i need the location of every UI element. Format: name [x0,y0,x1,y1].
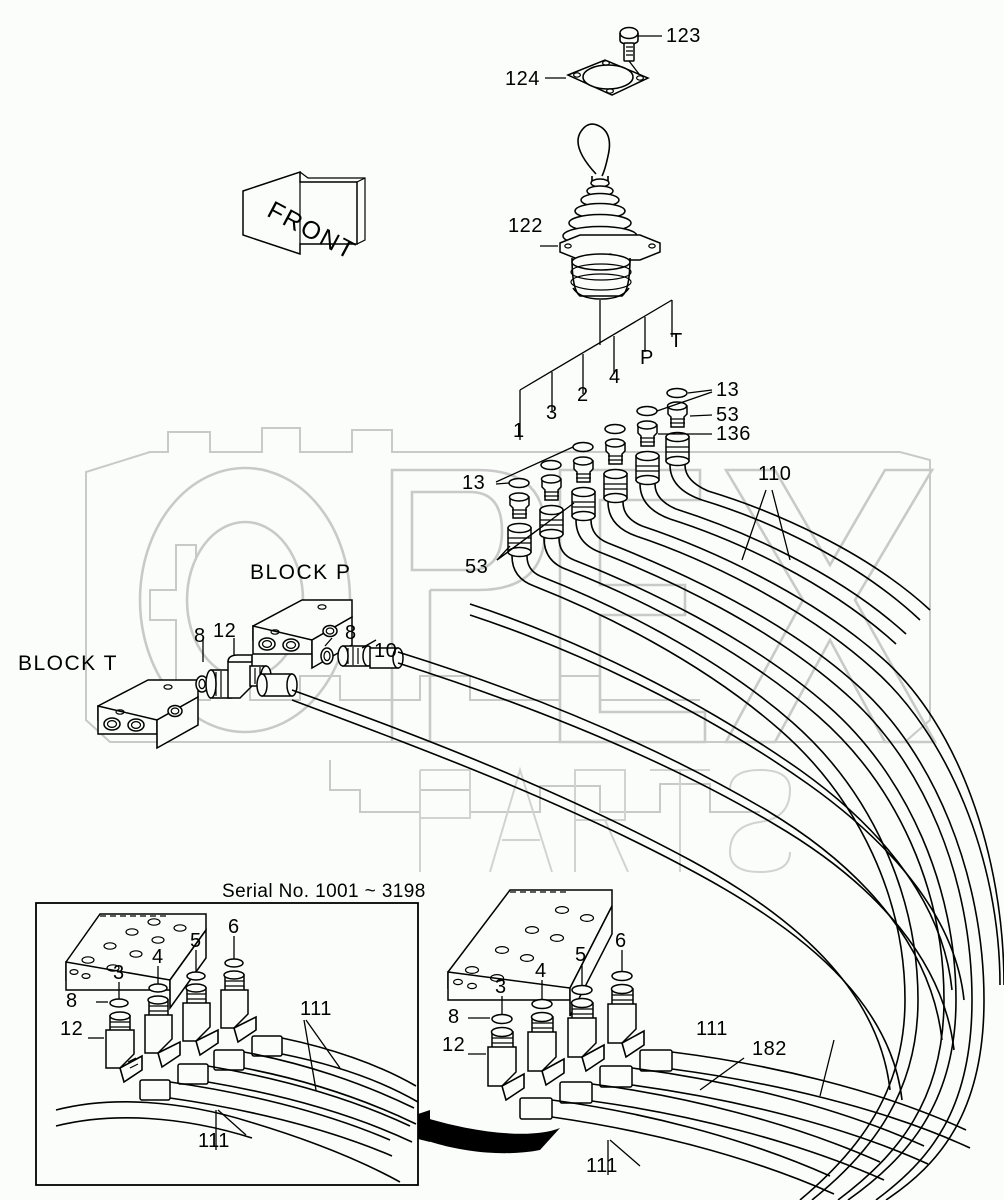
transition-arrow [418,1110,560,1154]
callout-8-right-label: 8 [345,622,357,644]
callout-53-right-label: 53 [716,404,740,426]
main-lower-manifold-bar [447,889,613,1017]
callout-122-label: 122 [508,215,543,237]
main-lower-fittings [468,950,645,1102]
lower-callout-5-label: 5 [575,944,587,966]
fitting-column-5 [635,405,677,520]
block-p-manifold [252,599,353,670]
callout-3-label: 3 [546,402,558,424]
callout-leaders-top [495,389,791,561]
joystick-122-part [540,123,661,300]
callout-4-label: 4 [609,366,621,388]
connector-10-assembly [320,637,377,667]
callout-10-label: 10 [374,640,398,662]
fitting-column-6 [665,387,709,501]
callout-p-label: P [640,347,654,369]
inset-manifold-bar [65,913,207,1011]
inset-frame [35,902,419,1186]
serial-note-label: Serial No. 1001 ~ 3198 [222,881,426,902]
elbow-12-assembly [195,638,272,699]
inset-hoses [55,1019,419,1183]
inset-fittings [88,936,257,1084]
gasket-124-part [545,59,650,96]
callout-13-right-label: 13 [716,379,740,401]
block-p-label: BLOCK P [250,561,352,584]
lower-callout-8-label: 8 [448,1006,460,1028]
callout-1-label: 1 [513,420,525,442]
bolt-123-part [619,26,662,62]
callout-t-label: T [670,330,683,352]
lower-callout-6-label: 6 [615,930,627,952]
fitting-column-1 [507,477,541,587]
inset-callout-4-label: 4 [152,946,164,968]
callout-124-label: 124 [505,68,540,90]
callout-110-label: 110 [758,463,792,485]
inset-callout-111-mid-label: 111 [300,998,332,1020]
lower-callout-3-label: 3 [495,976,507,998]
inset-callout-3-label: 3 [113,962,125,984]
lower-callout-182-label: 182 [752,1038,787,1060]
inset-callout-6-label: 6 [228,916,240,938]
lower-callout-4-label: 4 [535,960,547,982]
callout-123-label: 123 [666,25,701,47]
hose-couplings-mid [256,647,404,697]
inset-callout-5-label: 5 [190,930,202,952]
inset-callout-111-bottom-label: 111 [198,1130,230,1152]
lower-callout-111-bottom-label: 111 [586,1155,618,1177]
main-lower-hoses [519,1039,971,1195]
lower-callout-111-right-label: 111 [696,1018,728,1040]
fitting-column-3 [571,441,609,554]
inset-callout-8-label: 8 [66,990,78,1012]
block-t-label: BLOCK T [18,652,118,675]
front-arrow [242,170,366,256]
fanout-lines [519,299,673,440]
hose-bundle-lower-sweep [291,603,965,1101]
callout-2-label: 2 [577,384,589,406]
callout-13-left-label: 13 [462,472,486,494]
lower-callout-12-label: 12 [442,1034,466,1056]
inset-callout-12-label: 12 [60,1018,84,1040]
fitting-column-4 [603,423,643,537]
callout-8-left-label: 8 [194,625,206,647]
callout-53-left-label: 53 [465,556,489,578]
block-t-manifold [97,679,199,750]
callout-136-label: 136 [716,423,751,445]
callout-12-label: 12 [213,620,237,642]
